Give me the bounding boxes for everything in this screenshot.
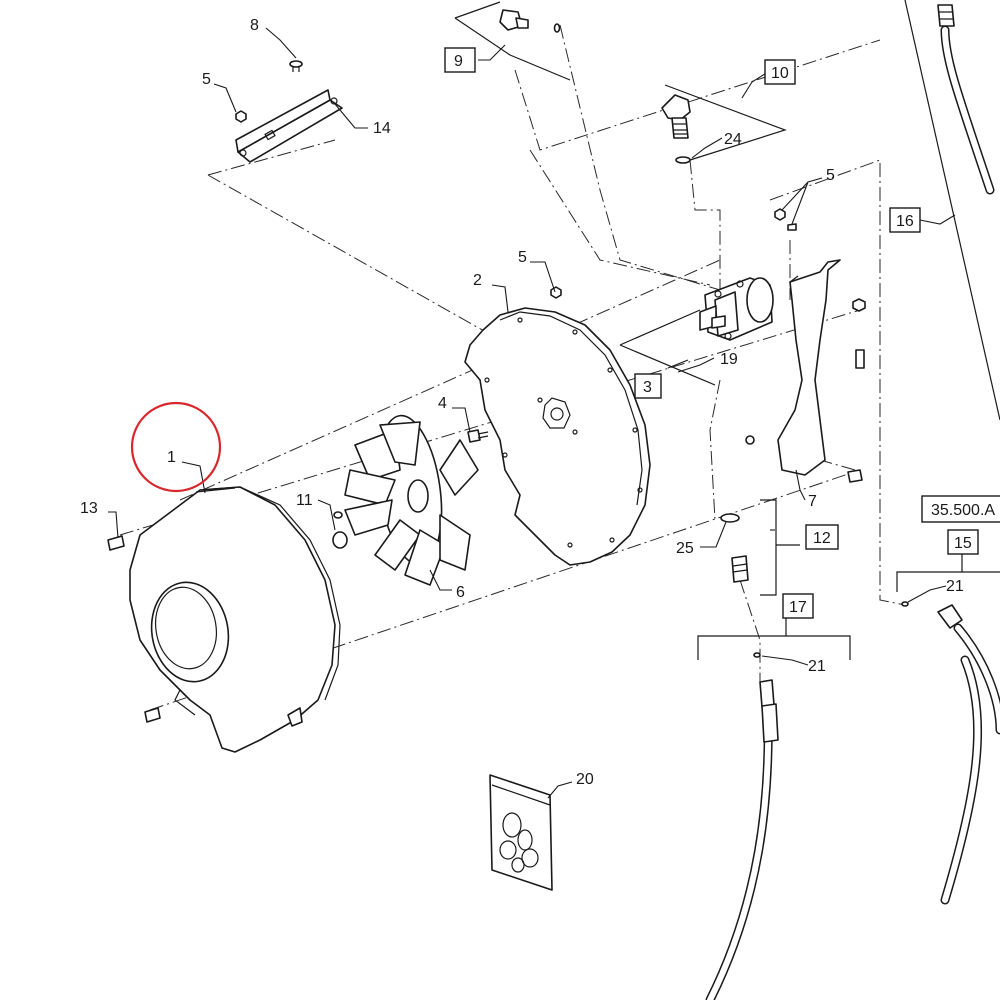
leader-lines <box>108 27 956 799</box>
group-bracket-15 <box>896 553 1000 592</box>
elbow-fitting-part-10 <box>661 84 787 164</box>
callout-16: 16 <box>896 213 914 230</box>
callout-labels: 1 2 3 4 5 5 5 6 7 8 9 10 11 12 13 14 15 … <box>80 17 995 788</box>
hose-part-16 <box>904 0 1000 421</box>
callout-1: 1 <box>167 449 176 466</box>
callout-5-backplate: 5 <box>518 249 527 266</box>
nut-part-5-top <box>235 110 247 123</box>
callout-21-center: 21 <box>808 658 826 675</box>
callout-4: 4 <box>438 395 447 412</box>
callout-12: 12 <box>813 530 831 547</box>
impeller-part-6 <box>332 414 479 586</box>
callout-7: 7 <box>808 493 817 510</box>
callout-24: 24 <box>724 131 742 148</box>
callout-6: 6 <box>456 584 465 601</box>
callout-11: 11 <box>296 492 313 509</box>
group-bracket-17 <box>697 616 851 660</box>
callout-15: 15 <box>954 535 972 552</box>
reference-label: 35.500.A <box>931 502 995 519</box>
callout-5-top: 5 <box>202 71 211 88</box>
callout-2: 2 <box>473 272 482 289</box>
bracket-part-14 <box>235 89 343 163</box>
hose-part-15 <box>901 601 1000 905</box>
fitting-part-12 <box>720 513 749 583</box>
callout-3: 3 <box>643 379 652 396</box>
group-bracket-12 <box>760 499 800 596</box>
screw-part-4 <box>467 429 489 443</box>
callout-9: 9 <box>454 53 463 70</box>
callout-21-right: 21 <box>946 578 964 595</box>
fitting-part-9 <box>454 1 571 81</box>
hydraulic-motor-part-3 <box>619 277 774 386</box>
bolt-part-8 <box>289 60 303 72</box>
backplate-part-2 <box>464 286 651 566</box>
callout-25: 25 <box>676 540 694 557</box>
callout-14: 14 <box>373 120 391 137</box>
callout-10: 10 <box>771 65 789 82</box>
highlight-circle <box>130 401 222 493</box>
hose-part-17 <box>705 652 779 1000</box>
callout-19: 19 <box>720 351 738 368</box>
callout-17: 17 <box>789 599 807 616</box>
callout-13: 13 <box>80 500 98 517</box>
fan-housing-part-1 <box>107 486 341 753</box>
seal-kit-part-20 <box>489 774 553 891</box>
callout-boxes <box>444 47 1000 619</box>
deflector-part-7 <box>745 208 866 483</box>
callout-5-right: 5 <box>826 167 835 184</box>
callout-20: 20 <box>576 771 594 788</box>
callout-8: 8 <box>250 17 259 34</box>
